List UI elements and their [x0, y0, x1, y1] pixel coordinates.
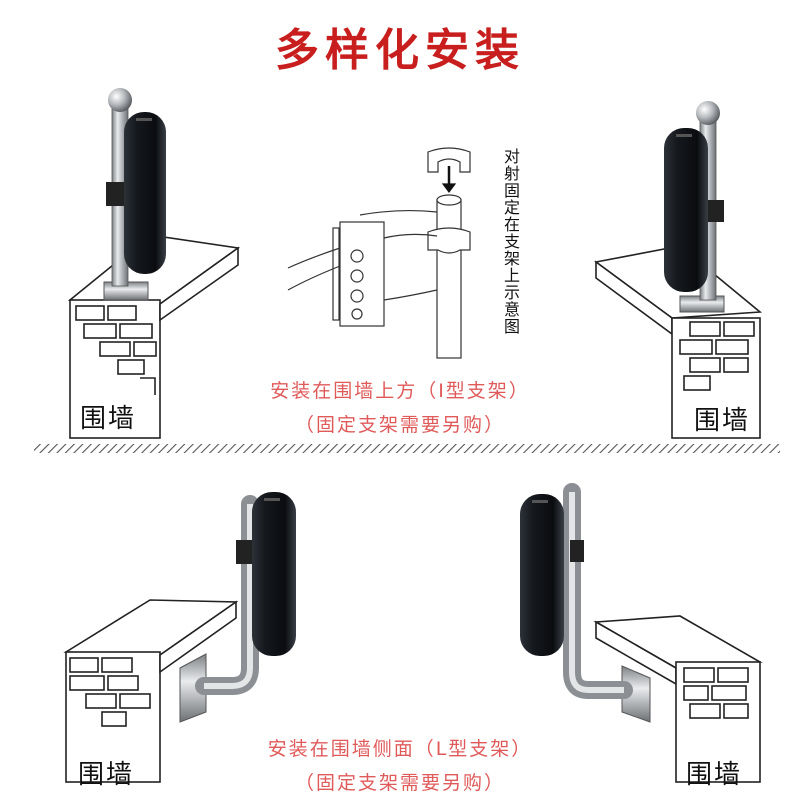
wall-label-top-left: 围墙: [80, 404, 137, 434]
arrow-down-icon: [441, 166, 457, 193]
diagram-note: 对射固定在支架上示意图: [501, 148, 520, 335]
bracket-icon: [179, 495, 259, 723]
wall-label-bottom-right: 围墙: [686, 760, 743, 790]
page-title: 多样化安装: [275, 25, 525, 76]
wall-label-top-right: 围墙: [694, 406, 751, 436]
sensor-device-icon: [520, 494, 564, 656]
sensor-device-icon: [252, 492, 296, 656]
bottom-caption-line-1: 安装在围墙侧面（L型支架）: [267, 738, 533, 760]
sensor-device-icon: [664, 128, 708, 292]
mounting-diagram: [287, 147, 471, 359]
bracket-icon: [563, 483, 651, 723]
sensor-device-icon: [124, 112, 166, 274]
wall-bottom-right: [593, 615, 763, 783]
section-divider: [34, 444, 780, 453]
wall-bottom-left: [63, 599, 239, 783]
wall-label-bottom-left: 围墙: [78, 760, 135, 790]
top-caption-line-1: 安装在围墙上方（I型支架）: [270, 380, 530, 402]
top-caption-line-2: （固定支架需要另购）: [294, 414, 505, 436]
bracket-icon: [427, 147, 471, 254]
bottom-caption-line-2: （固定支架需要另购）: [294, 772, 505, 794]
